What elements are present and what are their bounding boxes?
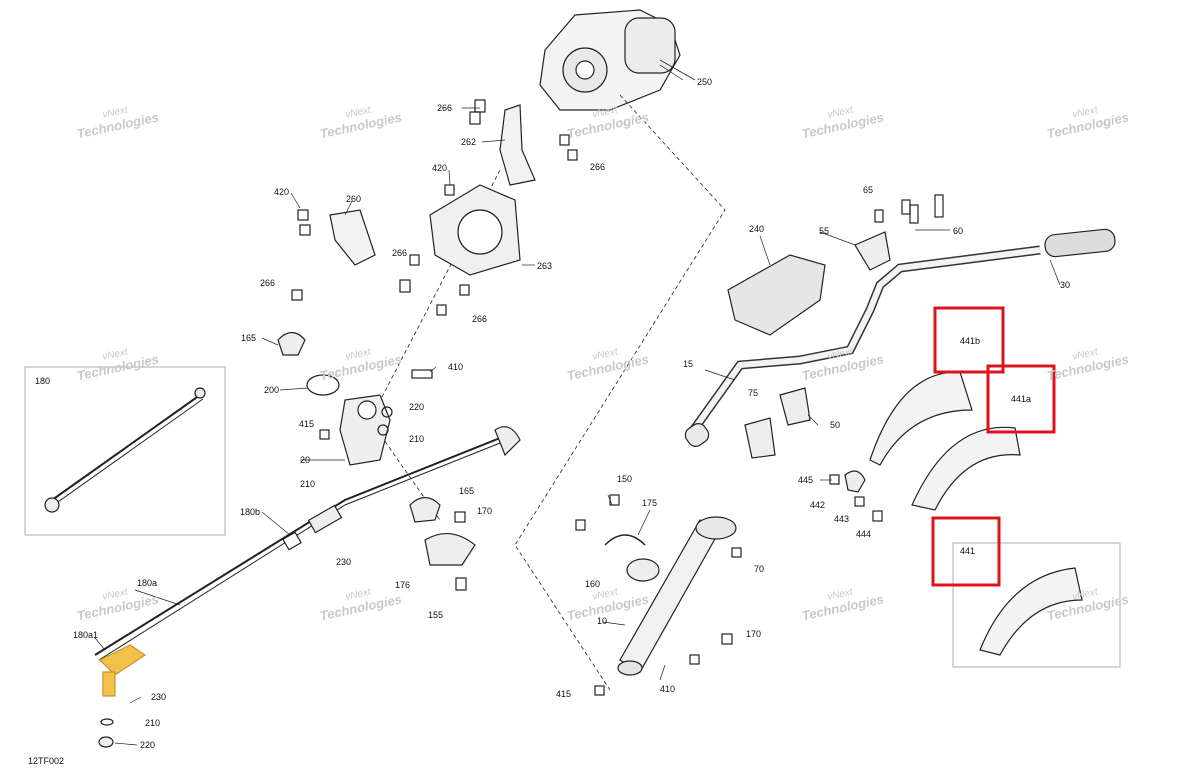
callout-210: 210: [300, 479, 316, 489]
callout-50: 50: [830, 420, 841, 430]
callout-230: 230: [336, 557, 352, 567]
callout-160: 160: [585, 579, 601, 589]
callout-240: 240: [749, 224, 765, 234]
callout-70: 70: [754, 564, 765, 574]
fasteners: [291, 99, 944, 696]
callout-155: 155: [428, 610, 444, 620]
callout-410: 410: [660, 684, 676, 694]
callout-442: 442: [810, 500, 826, 510]
callout-415: 415: [556, 689, 572, 699]
callout-180a: 180a: [137, 578, 158, 588]
callout-75: 75: [748, 388, 759, 398]
callout-266: 266: [472, 314, 488, 324]
highlight-box-441a: [986, 364, 1056, 434]
callout-165: 165: [459, 486, 475, 496]
callout-262: 262: [461, 137, 477, 147]
callout-170: 170: [746, 629, 762, 639]
callout-443: 443: [834, 514, 850, 524]
callout-15: 15: [683, 359, 694, 369]
callout-55: 55: [819, 226, 830, 236]
callout-445: 445: [798, 475, 814, 485]
highlight-box-441b: [933, 306, 1005, 374]
callout-250: 250: [697, 77, 713, 87]
callout-30: 30: [1060, 280, 1071, 290]
callout-200: 200: [264, 385, 280, 395]
callout-20: 20: [300, 455, 311, 465]
callout-441a: 441a: [1011, 394, 1032, 404]
callout-260: 260: [346, 194, 362, 204]
callout-420: 420: [274, 187, 290, 197]
callout-150: 150: [617, 474, 633, 484]
callout-415: 415: [299, 419, 315, 429]
callout-180b: 180b: [240, 507, 261, 517]
callout-165: 165: [241, 333, 257, 343]
callout-10: 10: [597, 616, 608, 626]
callout-220: 220: [140, 740, 156, 750]
callout-441: 441: [960, 546, 976, 556]
callout-175: 175: [642, 498, 658, 508]
highlight-box-441: [931, 516, 1001, 587]
callout-266: 266: [437, 103, 453, 113]
callout-266: 266: [260, 278, 276, 288]
highlight-boxes: [931, 306, 1056, 587]
callout-180a1: 180a1: [73, 630, 99, 640]
callout-441b: 441b: [960, 336, 981, 346]
callout-420: 420: [432, 163, 448, 173]
callout-410: 410: [448, 362, 464, 372]
callout-444: 444: [856, 529, 872, 539]
callout-176: 176: [395, 580, 411, 590]
callout-230: 230: [151, 692, 167, 702]
callout-60: 60: [953, 226, 964, 236]
callout-210: 210: [409, 434, 425, 444]
callout-65: 65: [863, 185, 874, 195]
callout-220: 220: [409, 402, 425, 412]
power-steering-unit: [539, 9, 681, 111]
callout-266: 266: [590, 162, 606, 172]
drawing-code: 12TF002: [28, 756, 65, 766]
callout-263: 263: [537, 261, 553, 271]
callout-210: 210: [145, 718, 161, 728]
callout-266: 266: [392, 248, 408, 258]
callout-170: 170: [477, 506, 493, 516]
callout-180: 180: [35, 376, 51, 386]
